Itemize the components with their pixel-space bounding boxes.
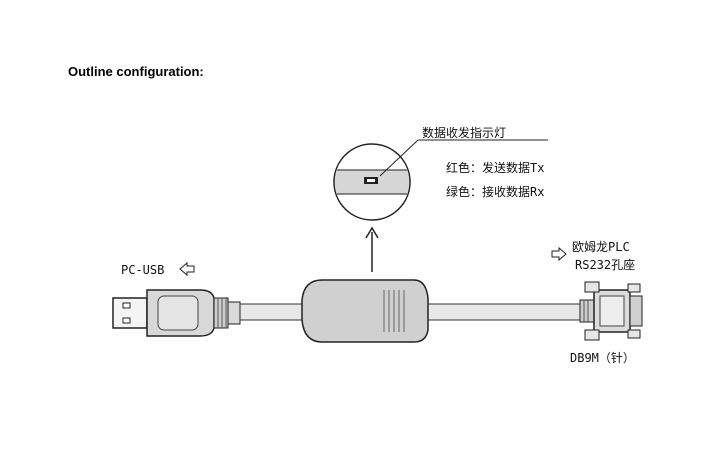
pc-usb-label: PC-USB [121,263,165,277]
plc-label: 欧姆龙PLC [572,240,630,254]
pointer-arrow [365,226,379,272]
red-tx-label: 红色：发送数据Tx [446,161,545,175]
converter-box [301,279,429,343]
usb-plug [112,289,241,337]
rs232-label: RS232孔座 [575,258,636,272]
page-title: Outline configuration: [68,64,204,79]
arrow-right-icon [551,246,567,262]
led-title-label: 数据收发指示灯 [422,126,507,140]
arrow-left-icon [179,261,195,277]
db9-connector [579,281,643,341]
green-rx-label: 绿色：接收数据Rx [446,185,545,199]
db9m-label: DB9M（针） [570,351,635,365]
led-magnifier [333,139,548,221]
